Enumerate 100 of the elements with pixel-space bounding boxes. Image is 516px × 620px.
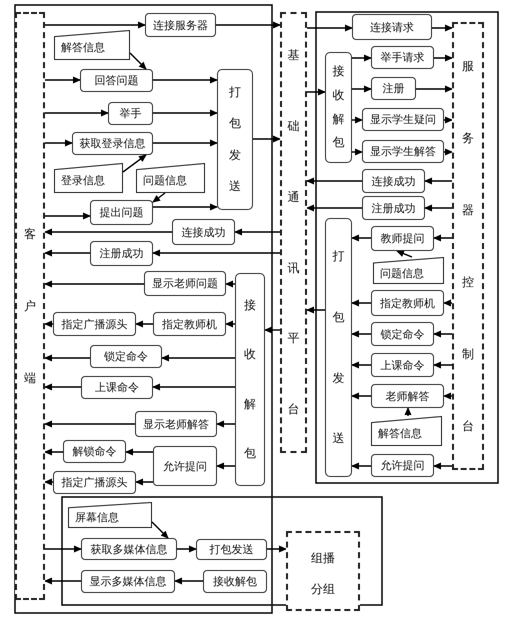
arrow — [44, 250, 90, 256]
process-box: 锁定命令 — [90, 345, 162, 368]
arrow — [351, 330, 371, 338]
process-box: 打包发送 — [217, 69, 253, 210]
lane-column: 服务器控制台 — [452, 22, 484, 470]
arrow — [135, 478, 153, 486]
process-box: 允许提问 — [153, 446, 217, 486]
arrow — [443, 300, 452, 306]
arrow — [424, 204, 452, 212]
arrow — [153, 110, 218, 116]
process-box: 举手请求 — [371, 46, 434, 69]
arrow — [404, 407, 412, 416]
process-box: 上课命令 — [371, 353, 434, 377]
process-box: 打包发送 — [196, 539, 267, 560]
process-box: 指定广播源头 — [53, 312, 136, 336]
arrow — [44, 320, 53, 328]
group-box: 组播分组 — [286, 531, 360, 611]
arrow — [352, 148, 363, 156]
process-box: 显示老师问题 — [144, 271, 226, 296]
arrow — [351, 462, 371, 470]
process-box: 上课命令 — [81, 376, 153, 399]
arrow — [130, 52, 147, 70]
process-box: 提出问题 — [90, 200, 153, 225]
process-box: 接收解包 — [203, 570, 267, 593]
process-box: 注册 — [371, 77, 416, 100]
arrow — [306, 178, 362, 184]
document-shape: 登录信息 — [54, 163, 123, 193]
process-box: 显示学生解答 — [362, 140, 444, 163]
process-box: 注册成功 — [90, 241, 153, 266]
process-box: 获取多媒体信息 — [81, 538, 177, 560]
process-box: 显示学生疑问 — [362, 108, 444, 131]
arrow — [306, 204, 362, 212]
arrow — [45, 22, 146, 28]
arrow — [152, 250, 280, 256]
arrow — [153, 204, 218, 210]
document-shape: 解答信息 — [54, 30, 130, 60]
arrow — [433, 330, 452, 338]
arrow — [352, 86, 372, 92]
arrow — [306, 306, 325, 314]
arrow — [225, 320, 235, 328]
arrow — [434, 54, 453, 62]
arrow — [216, 22, 281, 28]
arrow — [44, 228, 172, 236]
process-box: 允许提问 — [371, 454, 434, 477]
arrow — [152, 192, 166, 203]
process-box: 连接成功 — [362, 169, 425, 193]
arrow — [352, 116, 363, 124]
process-box: 接收解包 — [325, 52, 352, 163]
arrow — [177, 546, 197, 552]
arrow — [44, 578, 81, 584]
process-box: 连接服务器 — [145, 13, 216, 37]
arrow — [433, 362, 452, 368]
process-box: 指定广播源头 — [53, 471, 136, 494]
arrow — [44, 384, 81, 390]
document-shape: 问题信息 — [373, 257, 444, 284]
arrow — [264, 326, 280, 334]
arrow — [416, 86, 453, 92]
arrow — [44, 478, 53, 486]
process-box: 老师解答 — [371, 384, 444, 408]
lane-column: 基础通讯平台 — [280, 12, 307, 453]
arrow — [253, 136, 281, 142]
process-box: 获取登录信息 — [72, 132, 153, 155]
arrow — [216, 420, 235, 428]
arrow — [153, 140, 218, 146]
arrow — [45, 140, 73, 146]
process-box: 指定教师机 — [371, 290, 444, 316]
arrow — [351, 362, 371, 368]
arrow — [216, 462, 235, 470]
arrow — [152, 522, 169, 539]
arrow — [352, 54, 372, 62]
arrow — [351, 234, 371, 242]
arrow — [432, 24, 453, 32]
arrow — [225, 280, 235, 288]
process-box: 显示多媒体信息 — [81, 570, 175, 593]
process-box: 解锁命令 — [63, 440, 126, 463]
arrow — [444, 116, 453, 124]
arrow — [443, 392, 452, 400]
arrow — [307, 88, 326, 96]
arrow — [396, 250, 412, 258]
arrow — [44, 280, 144, 288]
arrow — [424, 178, 452, 184]
lane-column: 客户端 — [15, 12, 45, 600]
arrow — [45, 546, 82, 552]
process-box: 显示老师解答 — [135, 411, 217, 437]
process-box: 注册成功 — [362, 196, 425, 220]
arrow — [44, 448, 63, 456]
process-box: 连接请求 — [352, 14, 432, 40]
arrow — [45, 212, 91, 220]
arrow — [153, 76, 218, 84]
arrow — [433, 234, 452, 242]
arrow — [45, 76, 81, 84]
process-box: 接收解包 — [235, 273, 265, 486]
document-shape: 屏幕信息 — [68, 502, 152, 528]
arrow — [135, 320, 153, 328]
process-box: 举手 — [108, 102, 153, 125]
arrow — [152, 384, 235, 390]
process-box: 锁定命令 — [371, 322, 434, 346]
arrow — [122, 154, 147, 173]
arrow — [307, 24, 353, 32]
arrow — [351, 392, 371, 400]
